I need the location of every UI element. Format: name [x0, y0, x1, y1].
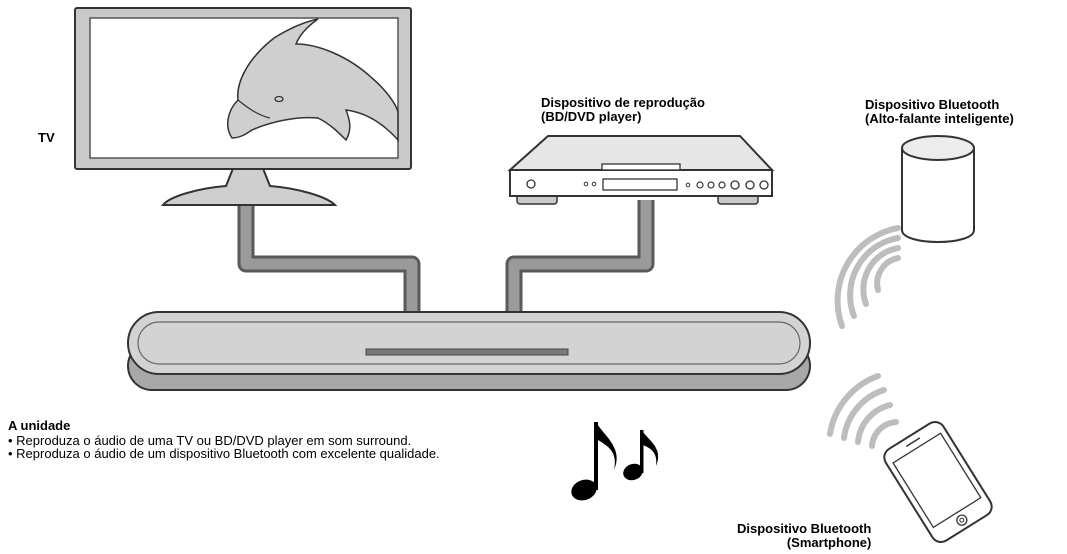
bluetooth-wave-icon-phone [827, 373, 899, 449]
phone-label-line1: Dispositivo Bluetooth [737, 521, 872, 536]
music-notes-icon [571, 422, 659, 501]
unit-description: A unidade • Reproduza o áudio de uma TV … [8, 419, 568, 461]
bd-dvd-player-icon [507, 135, 775, 205]
tv-icon [74, 7, 412, 206]
description-bullet: • Reproduza o áudio de uma TV ou BD/DVD … [8, 432, 412, 448]
hdmi-cable-tv [237, 192, 421, 318]
smartphone-icon [883, 420, 993, 544]
description-bullet: • Reproduza o áudio de um dispositivo Bl… [8, 446, 440, 461]
phone-label: Dispositivo Bluetooth (Smartphone) [737, 522, 871, 550]
hdmi-cable-player [505, 200, 655, 318]
speaker-label-line1: Dispositivo Bluetooth [865, 97, 1000, 112]
player-label: Dispositivo de reprodução (BD/DVD player… [541, 96, 705, 124]
player-label-line2: (BD/DVD player) [541, 109, 642, 124]
bluetooth-wave-icon [834, 225, 901, 329]
sound-bar-icon [127, 311, 811, 391]
smart-speaker-icon [901, 135, 975, 243]
phone-label-line2: (Smartphone) [786, 535, 872, 550]
player-label-line1: Dispositivo de reprodução [541, 95, 705, 110]
tv-label: TV [38, 130, 55, 145]
speaker-label: Dispositivo Bluetooth (Alto-falante inte… [865, 98, 1014, 126]
speaker-label-line2: (Alto-falante inteligente) [865, 111, 1014, 126]
description-title: A unidade [8, 418, 71, 433]
